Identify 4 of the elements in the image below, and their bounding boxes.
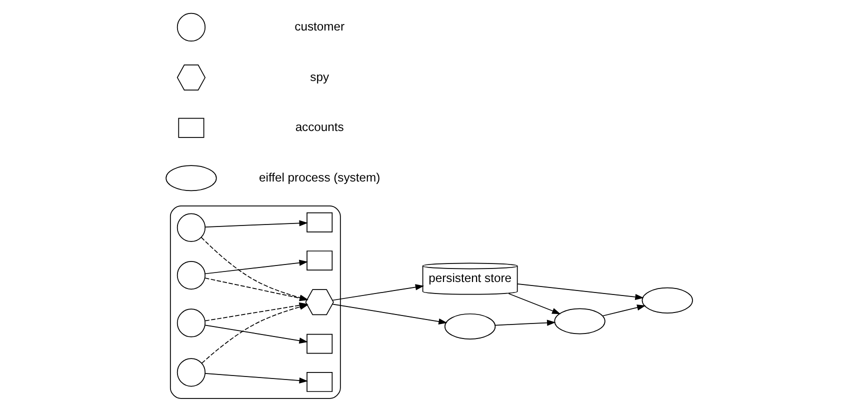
legend-label: accounts	[294, 120, 344, 134]
legend-label: customer	[294, 19, 344, 34]
legend-label: eiffel process (system)	[258, 170, 380, 184]
legend-label: spy	[310, 70, 329, 84]
